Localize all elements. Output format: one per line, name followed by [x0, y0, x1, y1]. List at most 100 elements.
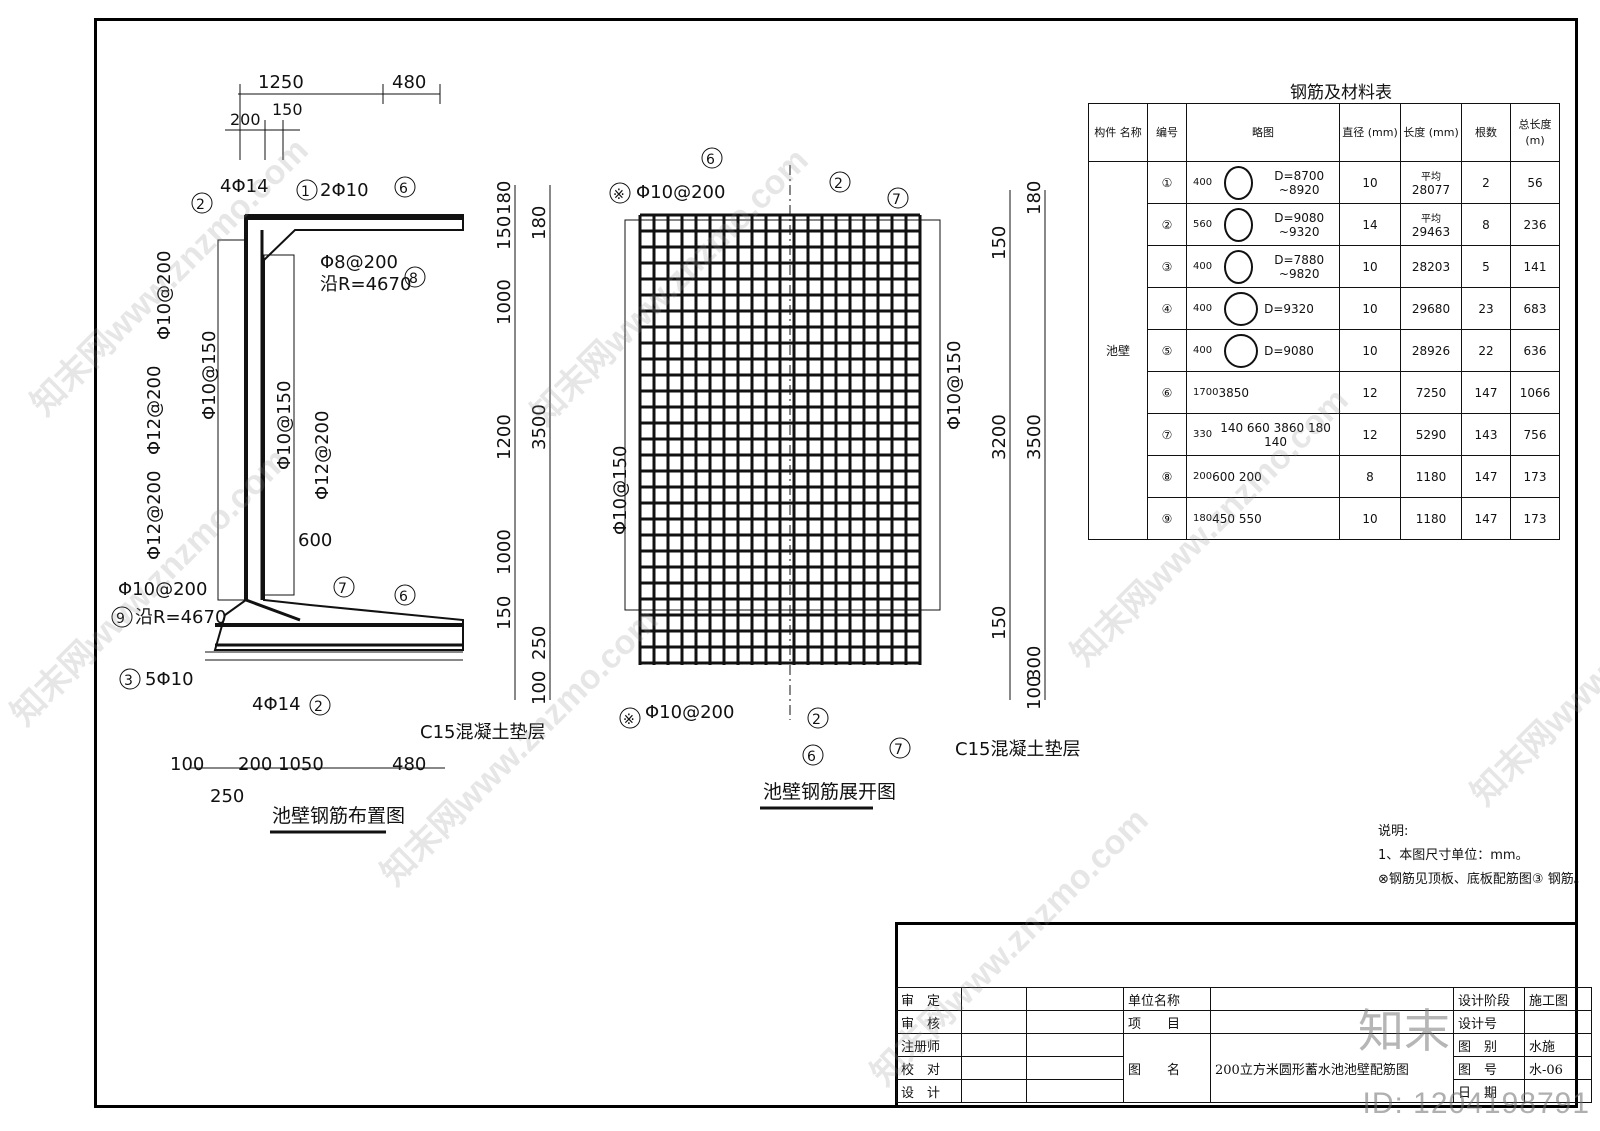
svg-text:1: 1 — [301, 184, 310, 200]
svg-text:100: 100 — [1024, 676, 1045, 710]
svg-text:9: 9 — [116, 611, 125, 627]
row-total: 1066 — [1510, 371, 1560, 414]
header-no: 编号 — [1147, 103, 1187, 162]
row-dia: 8 — [1339, 455, 1401, 498]
row-len: 1180 — [1400, 455, 1462, 498]
label-phi12-200-lower: Φ12@200 — [144, 471, 165, 560]
svg-text:6: 6 — [706, 152, 715, 168]
label-top-phi10: Φ10@200 — [636, 182, 725, 203]
svg-text:※: ※ — [623, 712, 635, 728]
x-icon: ⊗ — [1378, 872, 1389, 887]
watermark-logo: 知末 — [1358, 1004, 1450, 1058]
svg-text:480: 480 — [392, 754, 426, 775]
label-5phi10: 5Φ10 — [145, 669, 194, 690]
notes-heading: 说明: — [1378, 824, 1409, 839]
row-total: 141 — [1510, 245, 1560, 288]
watermark-id: ID: 1204198791 — [1362, 1087, 1590, 1120]
header-len: 长度 (mm) — [1400, 103, 1462, 162]
svg-text:150: 150 — [989, 226, 1010, 260]
row-len: 5290 — [1400, 413, 1462, 456]
rebar-mesh — [638, 213, 922, 665]
dim-480: 480 — [392, 72, 426, 93]
mid-diagram-title: 池壁钢筋展开图 — [763, 781, 896, 803]
row-total: 683 — [1510, 287, 1560, 330]
header-member: 构件 名称 — [1088, 103, 1148, 162]
row-no: ① — [1147, 161, 1187, 204]
svg-text:100: 100 — [170, 754, 204, 775]
label-phi10-r: 沿R=4670 — [135, 607, 226, 628]
svg-text:250: 250 — [529, 626, 550, 660]
svg-text:180: 180 — [494, 181, 515, 215]
dim-200: 200 — [230, 110, 261, 129]
label-phi8-r: 沿R=4670 — [320, 274, 411, 295]
svg-text:2: 2 — [196, 197, 205, 213]
material-table: 构件 名称 编号 略图 直径 (mm) 长度 (mm) 根数 总长度 (m) 池… — [1088, 103, 1560, 540]
svg-text:3500: 3500 — [1024, 414, 1045, 460]
drawing-name: 200立方米圆形蓄水池池壁配筋图 — [1210, 1033, 1454, 1103]
row-dia: 12 — [1339, 371, 1401, 414]
row-len: 28926 — [1400, 329, 1462, 372]
label-phi8: Φ8@200 — [320, 252, 398, 273]
row-no: ⑦ — [1147, 413, 1187, 456]
label-dim-600: 600 — [298, 530, 332, 551]
svg-text:※: ※ — [613, 187, 625, 203]
svg-text:200: 200 — [238, 754, 272, 775]
svg-text:8: 8 — [409, 271, 418, 287]
row-count: 22 — [1461, 329, 1511, 372]
svg-text:2: 2 — [314, 699, 323, 715]
row-count: 2 — [1461, 161, 1511, 204]
wall-outline — [205, 214, 464, 661]
svg-text:1000: 1000 — [494, 279, 515, 325]
label-2phi10: 2Φ10 — [320, 180, 369, 201]
svg-text:6: 6 — [399, 181, 408, 197]
svg-text:300: 300 — [1024, 646, 1045, 680]
member-name: 池壁 — [1088, 161, 1148, 540]
label-c15-mid: C15混凝土垫层 — [955, 739, 1080, 760]
row-count: 8 — [1461, 203, 1511, 246]
label-4phi14-top: 4Φ14 — [220, 176, 269, 197]
svg-text:1000: 1000 — [494, 529, 515, 575]
svg-text:7: 7 — [894, 742, 903, 758]
label-phi10-150-4: Φ10@150 — [199, 331, 220, 420]
rebar-circle-icon — [1224, 333, 1259, 368]
row-dia: 10 — [1339, 245, 1401, 288]
row-dia: 10 — [1339, 329, 1401, 372]
left-diagram-title: 池壁钢筋布置图 — [272, 805, 405, 827]
svg-text:3: 3 — [124, 673, 133, 689]
notes-line1: 1、本图尺寸单位：mm。 — [1378, 848, 1529, 863]
row-no: ⑧ — [1147, 455, 1187, 498]
row-total: 236 — [1510, 203, 1560, 246]
svg-text:3200: 3200 — [989, 414, 1010, 460]
svg-text:180: 180 — [529, 206, 550, 240]
left-right-dimensions: 180 150 1000 1200 1000 150 250 100 3500 … — [494, 181, 551, 705]
row-len: 1180 — [1400, 497, 1462, 540]
svg-text:6: 6 — [399, 589, 408, 605]
svg-text:1050: 1050 — [278, 754, 324, 775]
label-phi10-150-5: Φ10@150 — [274, 381, 295, 470]
rebar-circle-icon — [1224, 249, 1254, 284]
row-total: 756 — [1510, 413, 1560, 456]
svg-text:250: 250 — [210, 786, 244, 807]
row-total: 173 — [1510, 497, 1560, 540]
row-no: ⑥ — [1147, 371, 1187, 414]
rebar-circle-icon — [1224, 165, 1254, 200]
row-len: 28203 — [1400, 245, 1462, 288]
row-total: 56 — [1510, 161, 1560, 204]
row-len: 7250 — [1400, 371, 1462, 414]
row-count: 147 — [1461, 455, 1511, 498]
notes: 说明: 1、本图尺寸单位：mm。 ⊗钢筋见顶板、底板配筋图③ 钢筋。 — [1378, 820, 1587, 892]
row-dia: 14 — [1339, 203, 1401, 246]
rebar-circle-icon — [1224, 291, 1259, 326]
